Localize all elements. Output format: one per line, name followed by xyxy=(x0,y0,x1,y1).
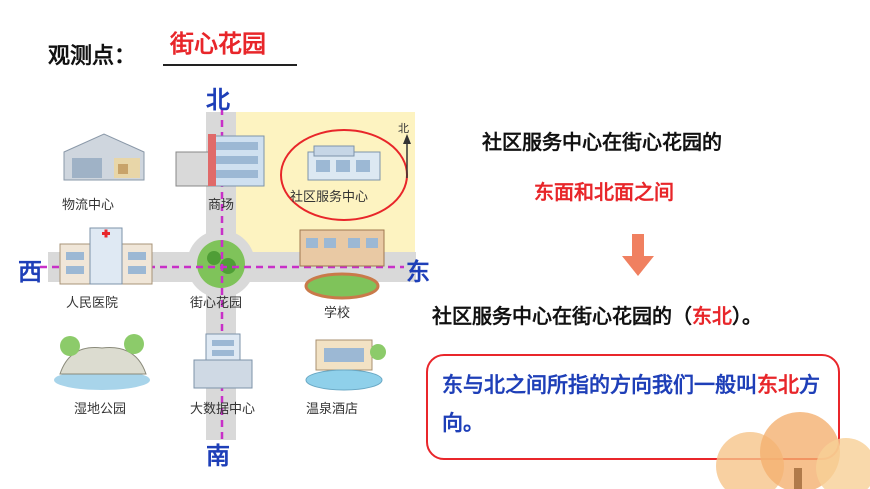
label-school: 学校 xyxy=(324,306,351,321)
label-logistics: 物流中心 xyxy=(62,198,115,213)
hospital-building-icon xyxy=(59,227,153,285)
datacenter-building-icon xyxy=(193,333,253,389)
note-part-2: 方向。 xyxy=(442,373,820,435)
compass-south: 南 xyxy=(206,442,230,470)
label-wetland: 湿地公园 xyxy=(74,402,127,417)
answer-highlight: 东北 xyxy=(692,304,732,328)
school-building-icon xyxy=(299,229,385,300)
answer-line: 社区服务中心在街心花园的（东北）。 xyxy=(432,300,762,329)
observation-value: 街心花园 xyxy=(170,30,266,58)
label-garden: 街心花园 xyxy=(190,296,243,311)
label-community: 社区服务中心 xyxy=(290,190,369,205)
note-part-1: 东与北之间所指的方向我们一般叫 xyxy=(442,373,757,397)
compass-west: 西 xyxy=(18,258,42,286)
note-highlight: 东北 xyxy=(757,373,799,397)
decorative-tree-icon xyxy=(716,412,870,489)
answer-suffix: ）。 xyxy=(732,304,762,328)
community-center-icon xyxy=(307,145,381,181)
mall-building-icon xyxy=(175,134,265,187)
answer-prefix: 社区服务中心在街心花园的（ xyxy=(432,304,692,328)
statement-line-2: 东面和北面之间 xyxy=(534,180,674,204)
statement-line-1: 社区服务中心在街心花园的 xyxy=(482,130,722,154)
wetland-park-icon xyxy=(54,334,150,390)
label-datacenter: 大数据中心 xyxy=(190,402,256,417)
compass-east: 东 xyxy=(406,258,430,286)
down-arrow-icon xyxy=(622,234,654,276)
compass-north: 北 xyxy=(206,86,230,114)
mini-north-label: 北 xyxy=(398,122,409,135)
label-mall: 商场 xyxy=(208,198,235,213)
note-text: 东与北之间所指的方向我们一般叫东北方向。 xyxy=(442,366,834,442)
observation-underline xyxy=(163,64,297,66)
hotspring-hotel-icon xyxy=(305,339,386,391)
label-hotspring: 温泉酒店 xyxy=(306,402,359,417)
label-hospital: 人民医院 xyxy=(66,296,119,311)
logistics-building-icon xyxy=(63,133,145,181)
observation-label: 观测点： xyxy=(48,44,137,69)
